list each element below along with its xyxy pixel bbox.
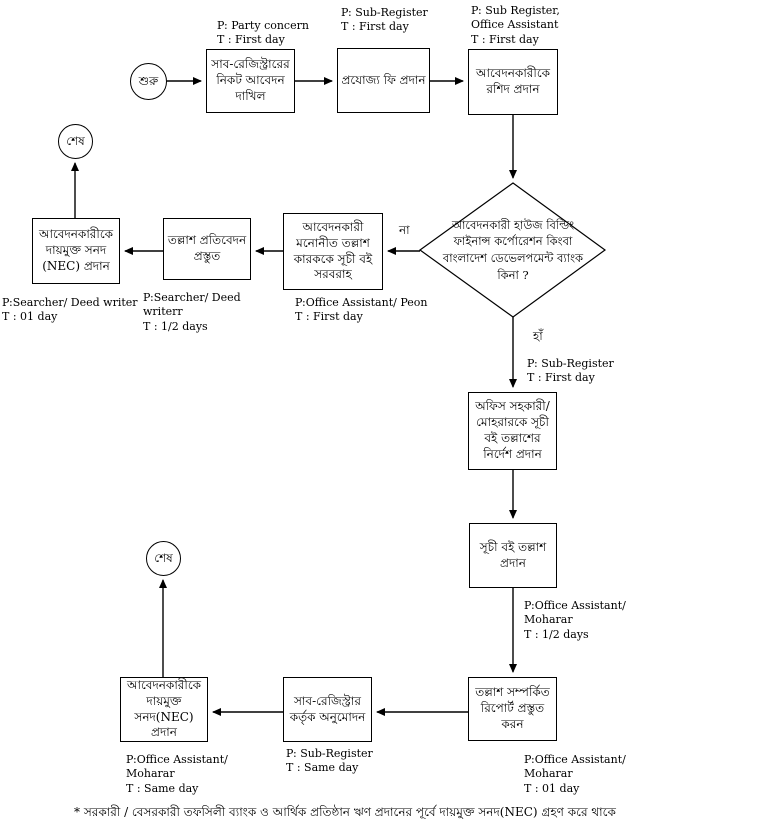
decision-node-label: আবেদনকারী হাউজ বিল্ডিং ফাইনান্স কর্পোরেশ… [442, 217, 584, 282]
annotation-sub-register-top: P: Sub-Register T : First day [341, 6, 428, 34]
process-submit-application: সাব-রেজিস্ট্রারের নিকট আবেদন দাখিল [206, 49, 295, 113]
annotation-sub-register-yes: P: Sub-Register T : First day [527, 357, 614, 385]
start-node: শুরু [130, 63, 167, 100]
annotation-sub-register-office: P: Sub Register, Office Assistant T : Fi… [471, 4, 560, 46]
process-issue-nec-yes-branch: আবেদনকারীকে দায়মুক্ত সনদ(NEC) প্রদান [120, 677, 208, 742]
annotation-searcher-deed-half: P:Searcher/ Deed writerr T : 1/2 days [143, 291, 241, 333]
annotation-searcher-deed-01: P:Searcher/ Deed writer T : 01 day [2, 296, 138, 324]
annotation-office-moharar-half: P:Office Assistant/ Moharar T : 1/2 days [524, 599, 626, 641]
process-pay-fee: প্রযোজ্য ফি প্রদান [337, 48, 430, 113]
process-approval: সাব-রেজিস্ট্রার কর্তৃক অনুমোদন [283, 677, 372, 742]
footnote: * সরকারী / বেসরকারী তফসিলী ব্যাংক ও আর্থ… [74, 805, 616, 819]
annotation-office-moharar-01: P:Office Assistant/ Moharar T : 01 day [524, 753, 626, 795]
process-instruct-search: অফিস সহকারী/ মোহরারকে সূচী বই তল্লাশের ন… [468, 392, 557, 470]
annotation-office-moharar-same: P:Office Assistant/ Moharar T : Same day [126, 753, 228, 795]
process-give-receipt: আবেদনকারীকে রশিদ প্রদান [468, 49, 558, 115]
process-prepare-report: তল্লাশ সম্পর্কিত রিপোর্ট প্রস্তুত করন [468, 677, 557, 741]
annotation-sub-register-same: P: Sub-Register T : Same day [286, 747, 373, 775]
process-prepare-search-report: তল্লাশ প্রতিবেদন প্রস্তুত [163, 218, 251, 280]
process-supply-index-book: আবেদনকারী মনোনীত তল্লাশ কারককে সূচী বই স… [283, 213, 383, 290]
branch-label-yes: হাঁ [533, 329, 543, 343]
annotation-office-assistant-peon: P:Office Assistant/ Peon T : First day [295, 296, 428, 324]
end-node-no-branch: শেষ [58, 124, 93, 159]
end-node-yes-branch: শেষ [146, 541, 181, 576]
process-search-index-book: সূচী বই তল্লাশ প্রদান [469, 523, 557, 588]
annotation-party-concern: P: Party concern T : First day [217, 19, 309, 47]
branch-label-no: না [399, 223, 410, 237]
process-issue-nec-no-branch: আবেদনকারীকে দায়মুক্ত সনদ (NEC) প্রদান [32, 218, 120, 284]
